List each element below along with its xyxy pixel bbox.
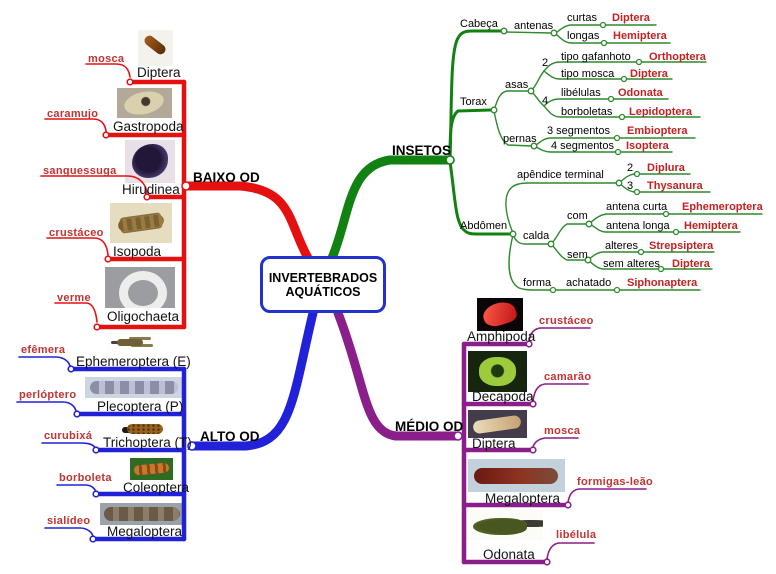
- node-label-borboletas[interactable]: borboletas: [561, 106, 613, 118]
- node-label-hirudinea[interactable]: Hirudinea: [122, 182, 180, 197]
- node-label-isopoda[interactable]: Isopoda: [113, 244, 162, 259]
- node-label-plecoptera[interactable]: Plecoptera (P): [97, 399, 184, 414]
- leaf-label-crustaceo[interactable]: crustáceo: [49, 227, 104, 239]
- node-label-3-segmentos[interactable]: 3 segmentos: [547, 125, 610, 137]
- leaf-label-curubixa[interactable]: curubixá: [44, 430, 93, 442]
- leaf-label-sialideo[interactable]: sialídeo: [47, 515, 91, 527]
- node-label-trichoptera[interactable]: Trichoptera (T): [103, 435, 192, 450]
- stonefly-larva-photo[interactable]: [85, 377, 183, 398]
- branch-label-alto-od[interactable]: ALTO OD: [200, 429, 260, 444]
- node-label-com[interactable]: com: [567, 210, 588, 222]
- node-label-gastropoda[interactable]: Gastropoda: [113, 119, 184, 134]
- order-label-embioptera[interactable]: Embioptera: [627, 125, 688, 137]
- node-label-ephemeroptera[interactable]: Ephemeroptera (E): [76, 354, 191, 369]
- node-label-antenas[interactable]: antenas: [514, 20, 554, 32]
- order-label-hemiptera-2[interactable]: Hemiptera: [684, 220, 738, 232]
- node-label-megaloptera[interactable]: Megaloptera: [107, 524, 183, 539]
- node-label-calda[interactable]: calda: [523, 230, 550, 242]
- node-label-antena-longa[interactable]: antena longa: [606, 220, 670, 232]
- order-label-isoptera[interactable]: Isoptera: [626, 140, 669, 152]
- fly-larva-photo-2[interactable]: [468, 410, 527, 438]
- node-label-oligochaeta[interactable]: Oligochaeta: [107, 309, 180, 324]
- node-label-curtas[interactable]: curtas: [567, 12, 597, 24]
- node-label-tipo-mosca[interactable]: tipo mosca: [561, 68, 615, 80]
- leaf-label-caramujo[interactable]: caramujo: [47, 108, 99, 120]
- node-label-amphipoda[interactable]: Amphipoda: [467, 329, 536, 344]
- order-label-diptera-tipo-mosca[interactable]: Diptera: [630, 68, 668, 80]
- branch-label-medio-od[interactable]: MÉDIO OD: [395, 419, 464, 434]
- order-label-odonata[interactable]: Odonata: [618, 87, 663, 99]
- order-label-orthoptera[interactable]: Orthoptera: [649, 51, 706, 63]
- node-label-tipo-gafanhoto[interactable]: tipo gafanhoto: [561, 51, 631, 63]
- order-label-ephemeroptera[interactable]: Ephemeroptera: [682, 201, 763, 213]
- snail-photo[interactable]: [117, 88, 172, 118]
- node-label-abdomen[interactable]: Abdômen: [460, 220, 508, 232]
- node-label-odonata[interactable]: Odonata: [483, 547, 535, 562]
- leaf-label-crustaceo-2[interactable]: crustáceo: [539, 315, 594, 327]
- node-label-diptera[interactable]: Diptera: [137, 65, 181, 80]
- leaf-label-libelula[interactable]: libélula: [556, 529, 597, 541]
- node-label-4-segmentos[interactable]: 4 segmentos: [551, 140, 614, 152]
- leaf-label-mosca-2[interactable]: mosca: [544, 425, 581, 437]
- node-label-sem[interactable]: sem: [567, 249, 588, 261]
- node-label-sem-alteres[interactable]: sem alteres: [603, 258, 660, 270]
- node-label-apendice-terminal[interactable]: apêndice terminal: [517, 169, 604, 181]
- order-label-diptera-3[interactable]: Diptera: [672, 258, 710, 270]
- node-label-asas[interactable]: asas: [505, 79, 529, 91]
- leaf-label-mosca[interactable]: mosca: [88, 53, 125, 65]
- crab-photo[interactable]: [468, 351, 527, 392]
- leaf-label-sanguessuga[interactable]: sanguessuga: [43, 165, 117, 177]
- node-label-libelulas[interactable]: libélulas: [561, 87, 601, 99]
- tubifex-worm-photo[interactable]: [105, 267, 175, 308]
- node-label-coleoptera[interactable]: Coleoptera: [123, 480, 190, 495]
- leaf-label-perloptero[interactable]: perlóptero: [19, 389, 77, 401]
- leaf-label-efemera[interactable]: efêmera: [21, 344, 66, 356]
- isopod-photo[interactable]: [110, 203, 172, 243]
- caddisfly-case-photo[interactable]: [118, 422, 167, 436]
- node-label-cabeca[interactable]: Cabeça: [460, 18, 498, 30]
- order-label-thysanura[interactable]: Thysanura: [647, 180, 703, 192]
- center-node-title-line2: AQUÁTICOS: [285, 284, 361, 299]
- node-label-pernas[interactable]: pernas: [503, 133, 537, 145]
- node-label-megaloptera-2[interactable]: Megaloptera: [485, 491, 561, 506]
- node-label-achatado[interactable]: achatado: [566, 277, 612, 289]
- center-node[interactable]: INVERTEBRADOS AQUÁTICOS: [260, 256, 386, 313]
- leaf-label-verme[interactable]: verme: [57, 292, 91, 304]
- megaloptera-larva-photo[interactable]: [100, 503, 185, 525]
- order-label-hemiptera-longas[interactable]: Hemiptera: [613, 30, 667, 42]
- branch-label-baixo-od[interactable]: BAIXO OD: [193, 170, 260, 185]
- node-label-asas-2[interactable]: 2: [542, 57, 549, 69]
- leaf-label-borboleta[interactable]: borboleta: [59, 472, 112, 484]
- node-label-longas[interactable]: longas: [567, 30, 600, 42]
- node-label-apendice-3[interactable]: 3: [627, 180, 634, 192]
- mayfly-nymph-photo[interactable]: [107, 333, 155, 352]
- node-label-torax[interactable]: Torax: [460, 96, 487, 108]
- fly-larva-photo[interactable]: [138, 30, 173, 66]
- leaf-label-formigas-leao[interactable]: formigas-leão: [577, 476, 654, 488]
- order-label-siphonaptera[interactable]: Siphonaptera: [627, 277, 698, 289]
- node-label-asas-4[interactable]: 4: [542, 95, 549, 107]
- leaf-label-camarao[interactable]: camarão: [544, 371, 592, 383]
- order-label-diplura[interactable]: Diplura: [647, 162, 685, 174]
- order-label-lepidoptera[interactable]: Lepidoptera: [629, 106, 692, 118]
- node-label-antena-curta[interactable]: antena curta: [606, 201, 668, 213]
- node-label-forma[interactable]: forma: [523, 277, 552, 289]
- node-label-decapoda[interactable]: Decapoda: [472, 389, 534, 404]
- leech-photo[interactable]: [125, 140, 175, 183]
- branch-label-insetos[interactable]: INSETOS: [392, 143, 452, 158]
- amphipod-photo[interactable]: [477, 298, 523, 331]
- node-label-alteres[interactable]: alteres: [605, 240, 639, 252]
- megaloptera-larva-photo-2[interactable]: [468, 459, 565, 492]
- center-node-title-line1: INVERTEBRADOS: [268, 270, 378, 285]
- node-label-apendice-2[interactable]: 2: [627, 162, 634, 174]
- dragonfly-nymph-photo[interactable]: [465, 512, 543, 540]
- order-label-strepsiptera[interactable]: Strepsiptera: [649, 240, 714, 252]
- node-label-diptera-2[interactable]: Diptera: [472, 436, 516, 451]
- beetle-larva-photo[interactable]: [130, 458, 173, 480]
- order-label-diptera-curtas[interactable]: Diptera: [612, 12, 650, 24]
